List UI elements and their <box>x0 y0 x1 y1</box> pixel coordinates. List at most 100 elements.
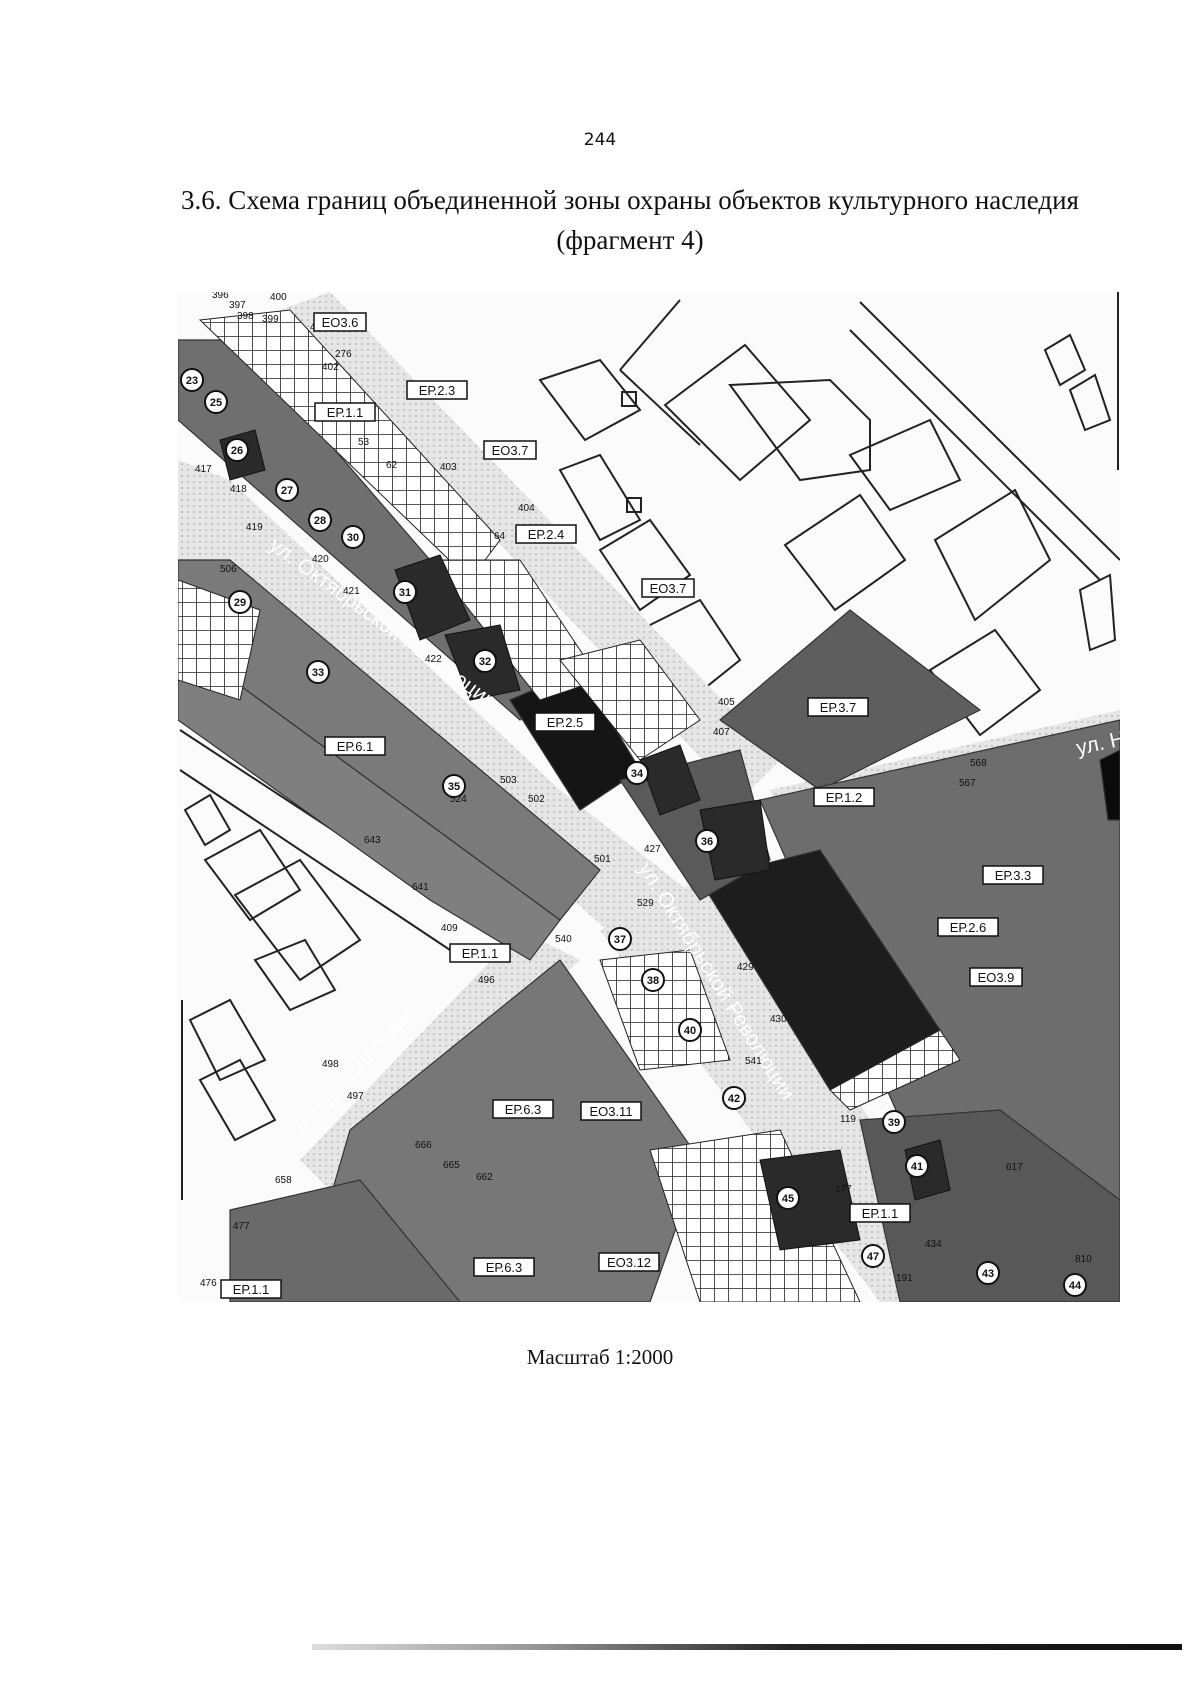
parcel-number: 191 <box>896 1273 913 1284</box>
zone-label[interactable]: ЕР.1.1 <box>220 1279 282 1299</box>
zone-label[interactable]: ЕР.6.3 <box>492 1099 554 1119</box>
parcel-number: 434 <box>925 1239 942 1250</box>
zone-ep-6-1 <box>178 639 561 961</box>
parcel-number: 658 <box>275 1175 292 1186</box>
parcel-number: 568 <box>970 758 987 769</box>
parcel-number: 477 <box>233 1221 250 1232</box>
zone-label-text: ЕО3.7 <box>492 443 529 458</box>
zone-label[interactable]: ЕР.1.2 <box>813 787 875 807</box>
zone-label[interactable]: ЕР.2.3 <box>406 380 468 400</box>
bottom-rule <box>312 1644 1182 1650</box>
parcel-number: 662 <box>476 1172 493 1183</box>
zone-label[interactable]: ЕО3.7 <box>641 578 695 598</box>
zone-labels: ЕО3.6ЕР.2.3ЕР.1.1ЕО3.7ЕР.2.4ЕО3.7ЕР.2.5Е… <box>220 312 1044 1299</box>
parcel-number: 64 <box>494 531 506 542</box>
heritage-object-number: 38 <box>647 975 659 987</box>
zone-label-text: ЕР.1.1 <box>462 946 499 961</box>
zone-label[interactable]: ЕР.1.1 <box>449 943 511 963</box>
zone-label[interactable]: ЕР.6.1 <box>324 736 386 756</box>
heritage-object-marker[interactable]: 41 <box>905 1154 929 1178</box>
grid-area-ep-2-5-border <box>559 639 701 761</box>
parcel-number: 405 <box>718 697 735 708</box>
heritage-object-marker[interactable]: 31 <box>393 580 417 604</box>
heritage-object-marker[interactable]: 40 <box>678 1018 702 1042</box>
heritage-object-marker[interactable]: 28 <box>308 508 332 532</box>
heritage-object-marker[interactable]: 25 <box>204 390 228 414</box>
zone-label-text: ЕР.1.1 <box>233 1282 270 1297</box>
zone-label-text: ЕР.3.7 <box>820 700 857 715</box>
zone-label[interactable]: ЕР.2.6 <box>937 917 999 937</box>
zone-label[interactable]: ЕО3.12 <box>598 1252 660 1272</box>
heritage-object-marker[interactable]: 34 <box>625 761 649 785</box>
zone-label[interactable]: ЕО3.11 <box>580 1101 642 1121</box>
page-title: 3.6. Схема границ объединенной зоны охра… <box>181 185 1079 255</box>
heritage-object-number: 35 <box>448 781 460 793</box>
heritage-object-marker[interactable]: 30 <box>341 525 365 549</box>
zone-label[interactable]: ЕО3.9 <box>969 967 1023 987</box>
zone-label[interactable]: ЕР.3.3 <box>982 865 1044 885</box>
parcel-number: 402 <box>322 362 339 373</box>
zone-label[interactable]: ЕР.1.1 <box>849 1203 911 1223</box>
zone-label[interactable]: ЕО3.6 <box>313 312 367 332</box>
heritage-object-marker[interactable]: 32 <box>473 649 497 673</box>
zone-label[interactable]: ЕР.2.5 <box>534 712 596 732</box>
parcel-number: 407 <box>713 727 730 738</box>
zone-label-text: ЕР.1.1 <box>327 405 364 420</box>
heritage-object-marker[interactable]: 45 <box>776 1186 800 1210</box>
heritage-object-number: 25 <box>210 397 222 409</box>
outline-buildings <box>538 292 1120 737</box>
zone-label[interactable]: ЕР.6.3 <box>473 1257 535 1277</box>
zone-label-text: ЕР.6.1 <box>337 739 374 754</box>
parcel-number: 417 <box>195 464 212 475</box>
heritage-object-marker[interactable]: 42 <box>722 1086 746 1110</box>
zone-label[interactable]: ЕР.3.7 <box>807 697 869 717</box>
map-canvas: ул. Октябрьской Революции ул. Октябрьско… <box>178 292 1120 1302</box>
parcel-number: 398 <box>237 311 254 322</box>
parcel-number: 476 <box>200 1278 217 1289</box>
heritage-object-marker[interactable]: 35 <box>442 774 466 798</box>
parcel-number: 503 <box>500 775 517 786</box>
heritage-object-marker[interactable]: 38 <box>641 968 665 992</box>
heritage-object-marker[interactable]: 44 <box>1063 1273 1087 1297</box>
zone-label[interactable]: ЕР.1.1 <box>314 402 376 422</box>
heritage-object-number: 26 <box>231 445 243 457</box>
heritage-object-marker[interactable]: 39 <box>882 1110 906 1134</box>
parcel-number: 643 <box>364 835 381 846</box>
zone-label-text: ЕО3.11 <box>589 1104 632 1119</box>
heritage-object-marker[interactable]: 36 <box>695 829 719 853</box>
parcel-number: 502 <box>528 794 545 805</box>
heritage-object-marker[interactable]: 26 <box>225 438 249 462</box>
parcel-number: 665 <box>443 1160 460 1171</box>
heritage-object-marker[interactable]: 33 <box>306 660 330 684</box>
zone-label-text: ЕО3.7 <box>650 581 687 596</box>
heritage-object-number: 33 <box>312 667 324 679</box>
heritage-object-number: 23 <box>186 375 198 387</box>
heritage-object-number: 32 <box>479 656 491 668</box>
parcel-number: 422 <box>425 654 442 665</box>
parcel-number: 497 <box>347 1091 364 1102</box>
parcel-number: 62 <box>386 460 398 471</box>
parcel-number: 810 <box>1075 1254 1092 1265</box>
grid-area-upper <box>198 309 501 581</box>
heritage-object-marker[interactable]: 29 <box>228 590 252 614</box>
parcel-number: 399 <box>262 314 279 325</box>
zone-label[interactable]: ЕО3.7 <box>483 440 537 460</box>
parcel-number: 419 <box>246 522 263 533</box>
heritage-object-number: 37 <box>614 934 626 946</box>
heritage-object-marker[interactable]: 27 <box>275 478 299 502</box>
heritage-object-number: 36 <box>701 836 713 848</box>
heritage-object-number: 40 <box>684 1025 696 1037</box>
zone-label-text: ЕР.6.3 <box>505 1102 542 1117</box>
heritage-object-marker[interactable]: 43 <box>976 1261 1000 1285</box>
heritage-object-marker[interactable]: 23 <box>180 368 204 392</box>
parcel-number: 276 <box>335 349 352 360</box>
map-frame: ул. Октябрьской Революции ул. Октябрьско… <box>178 292 1120 1302</box>
parcel-number: 429 <box>737 962 754 973</box>
parcel-number: 397 <box>229 300 246 311</box>
heritage-object-number: 39 <box>888 1117 900 1129</box>
zone-label[interactable]: ЕР.2.4 <box>515 524 577 544</box>
parcel-number: 498 <box>322 1059 339 1070</box>
map-scale: Масштаб 1:2000 <box>526 1345 674 1369</box>
heritage-object-marker[interactable]: 47 <box>861 1244 885 1268</box>
heritage-object-marker[interactable]: 37 <box>608 927 632 951</box>
